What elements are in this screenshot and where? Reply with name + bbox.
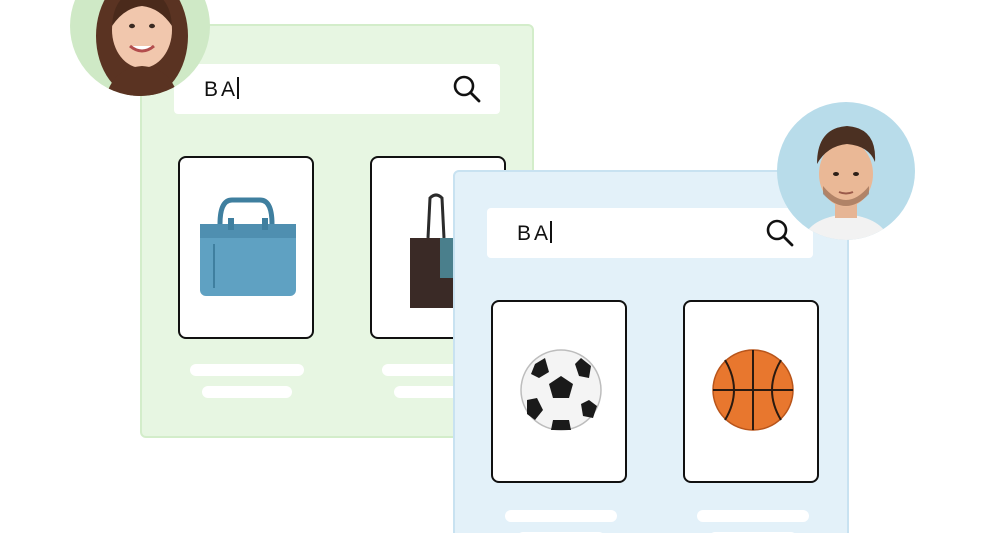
soccer-ball-icon	[520, 349, 602, 431]
woman-avatar	[70, 0, 210, 96]
search-input[interactable]: BA	[204, 77, 239, 101]
product-card[interactable]	[491, 300, 627, 483]
man-avatar	[777, 102, 915, 240]
placeholder-line	[697, 510, 809, 522]
text-caret	[550, 220, 553, 243]
placeholder-line	[505, 510, 617, 522]
product-card[interactable]	[178, 156, 314, 339]
placeholder-line	[190, 364, 304, 376]
search-icon[interactable]	[452, 74, 482, 104]
shopper-two-panel: BA	[453, 170, 849, 533]
search-icon[interactable]	[765, 218, 795, 248]
search-input[interactable]: BA	[517, 221, 552, 245]
handbag-icon	[200, 197, 296, 296]
text-caret	[237, 76, 240, 99]
search-bar[interactable]: BA	[174, 64, 500, 114]
product-card[interactable]	[683, 300, 819, 483]
basketball-icon	[712, 349, 794, 431]
search-bar[interactable]: BA	[487, 208, 813, 258]
placeholder-line	[202, 386, 292, 398]
